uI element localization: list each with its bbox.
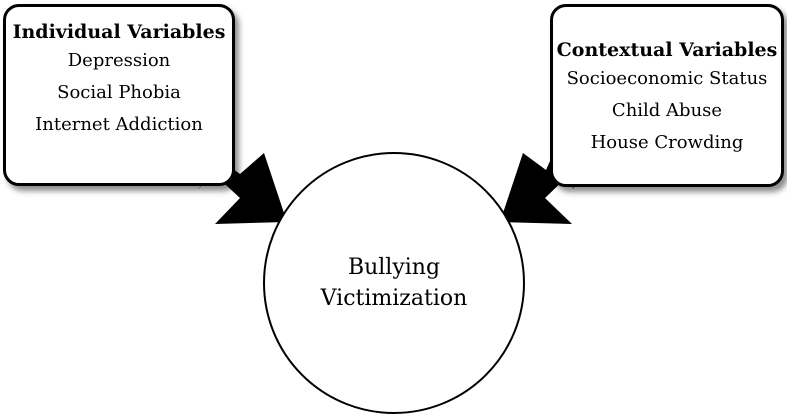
individual-variable-item: Internet Addiction <box>35 114 203 135</box>
individual-variable-item: Depression <box>67 50 171 71</box>
contextual-variables-title: Contextual Variables <box>556 39 778 61</box>
center-label-line1: Bullying <box>347 255 441 280</box>
individual-variable-item: Social Phobia <box>57 82 181 103</box>
individual-variables-box: Individual Variables Depression Social P… <box>3 4 235 186</box>
bullying-victimization-circle: Bullying Victimization <box>263 152 525 414</box>
individual-variables-title: Individual Variables <box>12 21 226 43</box>
contextual-variable-item: Child Abuse <box>611 100 723 121</box>
contextual-variable-item: Socioeconomic Status <box>566 68 768 89</box>
contextual-variable-item: House Crowding <box>590 132 744 153</box>
center-label-line2: Victimization <box>320 286 468 311</box>
contextual-variables-box: Contextual Variables Socioeconomic Statu… <box>550 4 784 187</box>
